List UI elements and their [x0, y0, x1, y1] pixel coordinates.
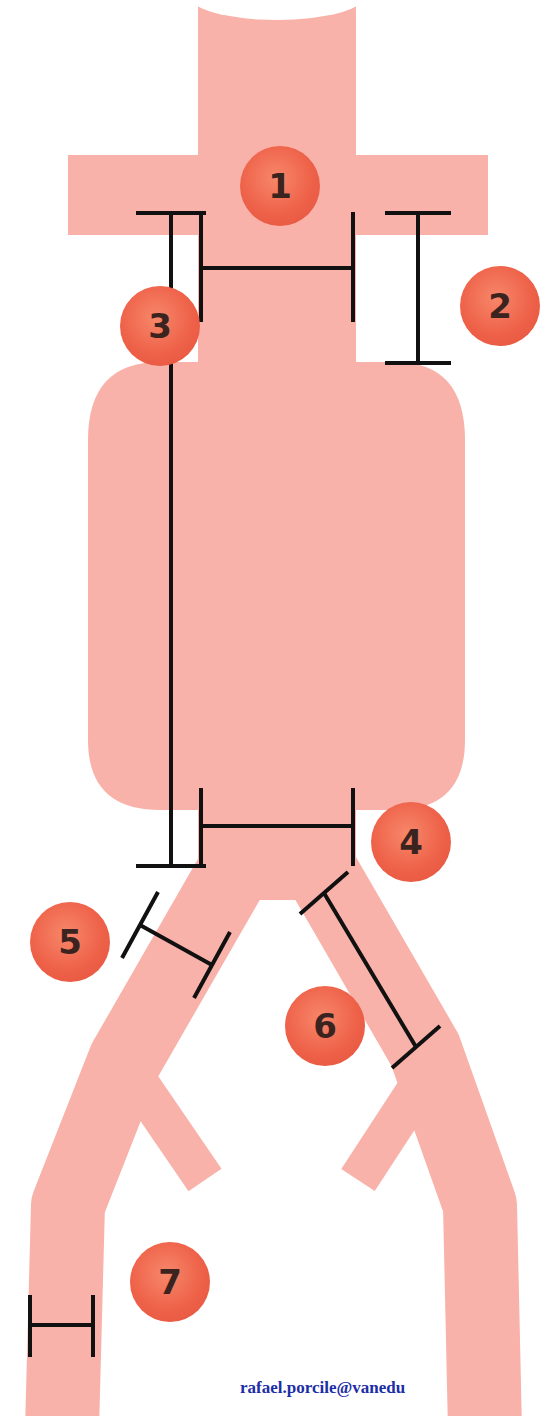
measure-bracket — [122, 892, 230, 998]
measure-bracket — [30, 1295, 93, 1357]
callout-circle: 5 — [30, 902, 110, 982]
watermark: rafael.porcile@vanedu — [240, 1378, 405, 1398]
measure-bracket — [201, 788, 353, 866]
callout-number: 6 — [313, 1009, 337, 1043]
callout-circle: 2 — [460, 266, 540, 346]
callout-number: 7 — [158, 1265, 182, 1299]
callout-circle: 4 — [371, 802, 451, 882]
callout-number: 1 — [268, 169, 292, 203]
vessel-cut-end — [187, 0, 367, 20]
measure-bracket — [385, 213, 451, 363]
callout-circle: 3 — [120, 286, 200, 366]
callout-number: 2 — [488, 289, 512, 323]
callout-circle: 6 — [285, 986, 365, 1066]
callout-number: 3 — [148, 309, 172, 343]
right-iliac — [315, 860, 485, 1416]
measure-bracket — [300, 872, 440, 1068]
callout-number: 5 — [58, 925, 82, 959]
right-internal-iliac — [358, 1085, 420, 1180]
callout-number: 4 — [399, 825, 423, 859]
measure-bracket — [201, 212, 353, 322]
aneurysm-sac — [88, 362, 465, 810]
callout-circle: 7 — [130, 1242, 210, 1322]
callout-circle: 1 — [240, 146, 320, 226]
left-internal-iliac — [140, 1085, 205, 1180]
